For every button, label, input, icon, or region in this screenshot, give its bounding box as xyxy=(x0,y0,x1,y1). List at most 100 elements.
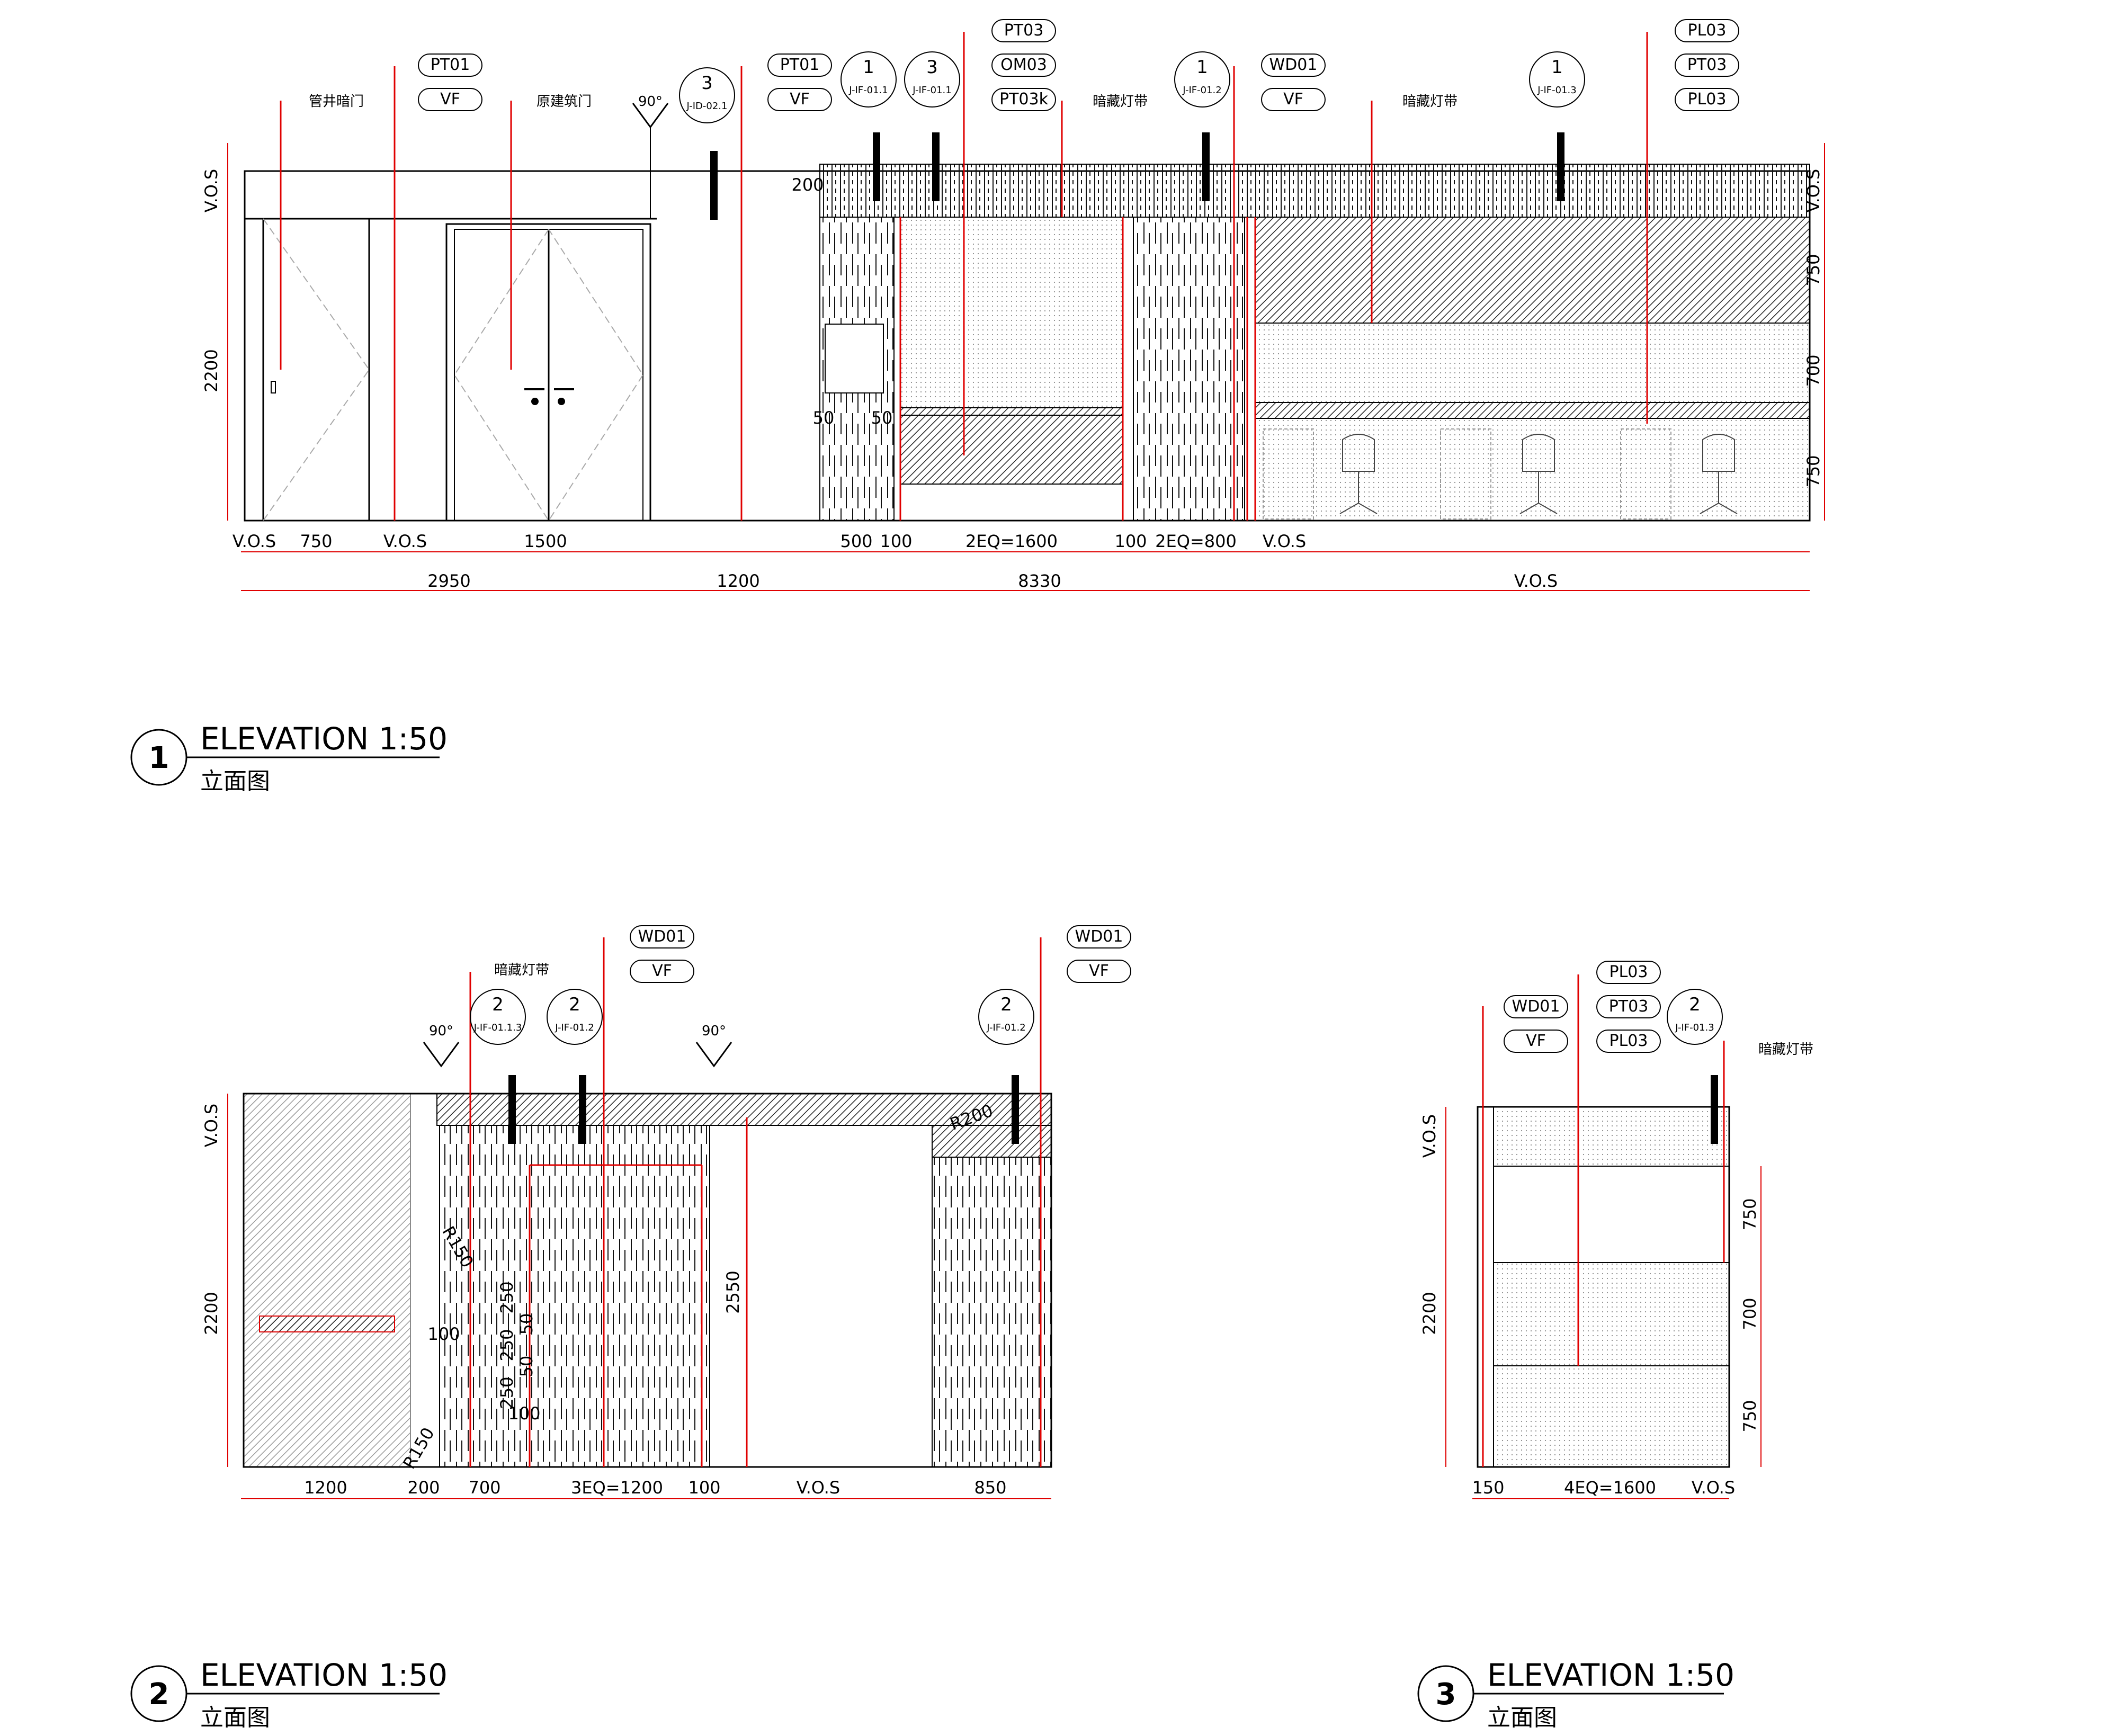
dim: 50 xyxy=(813,408,835,428)
dim: V.O.S xyxy=(383,531,427,551)
dim-vertical: 750 xyxy=(1740,1198,1760,1230)
vertical-slat-panel-2 xyxy=(1133,217,1245,521)
tag-pt03: PT03 xyxy=(1004,21,1044,40)
dim: 100 xyxy=(1114,531,1147,551)
dim-vertical: 2200 xyxy=(1419,1292,1439,1335)
tag-wd01: WD01 xyxy=(1512,997,1560,1016)
sec-num: 2 xyxy=(569,994,580,1015)
dim: 100 xyxy=(688,1478,720,1498)
dim: 3EQ=1200 xyxy=(571,1478,663,1498)
tag-wd01: WD01 xyxy=(638,927,686,946)
dim: 100 xyxy=(427,1324,460,1344)
tag-wd01: WD01 xyxy=(1269,56,1318,74)
sec-num: 3 xyxy=(701,73,713,94)
sec-ref: J-IF-01.3 xyxy=(1675,1022,1714,1033)
angle-90: 90° xyxy=(638,94,663,110)
elevation-subtitle: 立面图 xyxy=(1487,1704,1557,1731)
elevation-2 xyxy=(227,937,1052,1499)
dim-vertical: 700 xyxy=(1740,1297,1760,1330)
tag-pl03: PL03 xyxy=(1610,963,1648,981)
sec-num: 1 xyxy=(863,57,874,78)
sec-ref: J-IF-01.1.3 xyxy=(473,1022,522,1033)
dim: 700 xyxy=(468,1478,500,1498)
dim-vertical: V.O.S xyxy=(201,1104,221,1147)
tag-vf-c: VF xyxy=(1283,90,1303,109)
tag-vf: VF xyxy=(1089,962,1109,980)
tag-vf-a: VF xyxy=(440,90,460,109)
elevation-subtitle: 立面图 xyxy=(200,1704,270,1731)
sec-num: 3 xyxy=(926,57,938,78)
note-original-door: 原建筑门 xyxy=(537,94,592,110)
dim-vertical: 750 xyxy=(1803,455,1823,487)
dim-vertical: 2550 xyxy=(723,1270,743,1313)
shaft-access-door xyxy=(262,218,370,522)
dim-vertical: 700 xyxy=(1803,354,1823,387)
sec-num: 2 xyxy=(1689,994,1701,1015)
dim: 100 xyxy=(880,531,912,551)
dim: 850 xyxy=(974,1478,1006,1498)
text-layer: PT01 VF PT01 VF PT03 OM03 PT03k WD01 VF … xyxy=(130,19,1823,1731)
tag-pt01-b: PT01 xyxy=(780,56,820,74)
dim: 2EQ=1600 xyxy=(965,531,1058,551)
dim-vertical: V.O.S xyxy=(201,169,221,212)
sec-ref: J-IF-01.2 xyxy=(1182,85,1221,96)
sec-ref: J-ID-02.1 xyxy=(686,101,728,112)
sec-num: 2 xyxy=(492,994,504,1015)
sec-num: 1 xyxy=(1196,57,1208,78)
angle-90: 90° xyxy=(429,1023,453,1039)
dim-vertical: 50 xyxy=(516,1313,537,1335)
tag-vf: VF xyxy=(652,962,672,980)
tag-pl03-b: PL03 xyxy=(1688,90,1727,109)
dim-vertical: 750 xyxy=(1740,1400,1760,1432)
dim-vertical: 2200 xyxy=(201,1292,221,1335)
sec-ref: J-IF-01.2 xyxy=(555,1022,594,1033)
dim: 1200 xyxy=(717,571,759,591)
dim-vertical: 250 xyxy=(497,1329,517,1361)
tag-pl03-a: PL03 xyxy=(1688,21,1727,40)
tag-pt03-b: PT03 xyxy=(1687,56,1727,74)
elevation-title: ELEVATION 1:50 xyxy=(200,721,448,757)
dim: V.O.S xyxy=(797,1478,840,1498)
sec-ref: J-IF-01.1 xyxy=(848,85,888,96)
dim: 200 xyxy=(407,1478,440,1498)
dim-vertical: V.O.S xyxy=(1803,169,1823,212)
dim: 4EQ=1600 xyxy=(1564,1478,1656,1498)
dim: V.O.S xyxy=(1692,1478,1735,1498)
dim-vertical: V.O.S xyxy=(1419,1114,1439,1158)
dim: 750 xyxy=(300,531,332,551)
dim-vertical: 2200 xyxy=(201,349,221,392)
dim: 500 xyxy=(840,531,872,551)
tag-vf-b: VF xyxy=(790,90,810,109)
dim: 50 xyxy=(871,408,893,428)
dim: 200 xyxy=(791,175,824,195)
note-hidden-light-1: 暗藏灯带 xyxy=(1093,94,1148,110)
elevation-title: ELEVATION 1:50 xyxy=(1487,1657,1734,1693)
tag-wd01: WD01 xyxy=(1075,927,1123,946)
elevation-number: 2 xyxy=(149,1677,169,1712)
note-hidden-light: 暗藏灯带 xyxy=(494,962,549,978)
dim: 8330 xyxy=(1018,571,1061,591)
dim: 150 xyxy=(1472,1478,1504,1498)
sec-ref: J-IF-01.3 xyxy=(1537,85,1576,96)
tag-pl03: PL03 xyxy=(1610,1032,1648,1050)
tag-om03: OM03 xyxy=(1000,56,1047,74)
note-shaft-door: 管井暗门 xyxy=(309,94,364,110)
angle-90: 90° xyxy=(702,1023,726,1039)
dim: 1500 xyxy=(524,531,567,551)
sec-num: 2 xyxy=(1000,994,1012,1015)
dim: 1200 xyxy=(304,1478,347,1498)
dim: V.O.S xyxy=(233,531,276,551)
tag-pt03: PT03 xyxy=(1609,997,1649,1016)
dim: 2950 xyxy=(427,571,470,591)
elevation-1 xyxy=(227,32,1825,591)
sec-ref: J-IF-01.2 xyxy=(986,1022,1025,1033)
elevation-number: 3 xyxy=(1436,1677,1456,1712)
dim-vertical: 750 xyxy=(1803,254,1823,286)
dim-vertical: 250 xyxy=(497,1281,517,1313)
dim: V.O.S xyxy=(1263,531,1306,551)
dim: 100 xyxy=(508,1403,540,1424)
dim-vertical: 50 xyxy=(516,1356,537,1377)
dim-vertical: 250 xyxy=(497,1376,517,1409)
tag-pt01-a: PT01 xyxy=(431,56,470,74)
